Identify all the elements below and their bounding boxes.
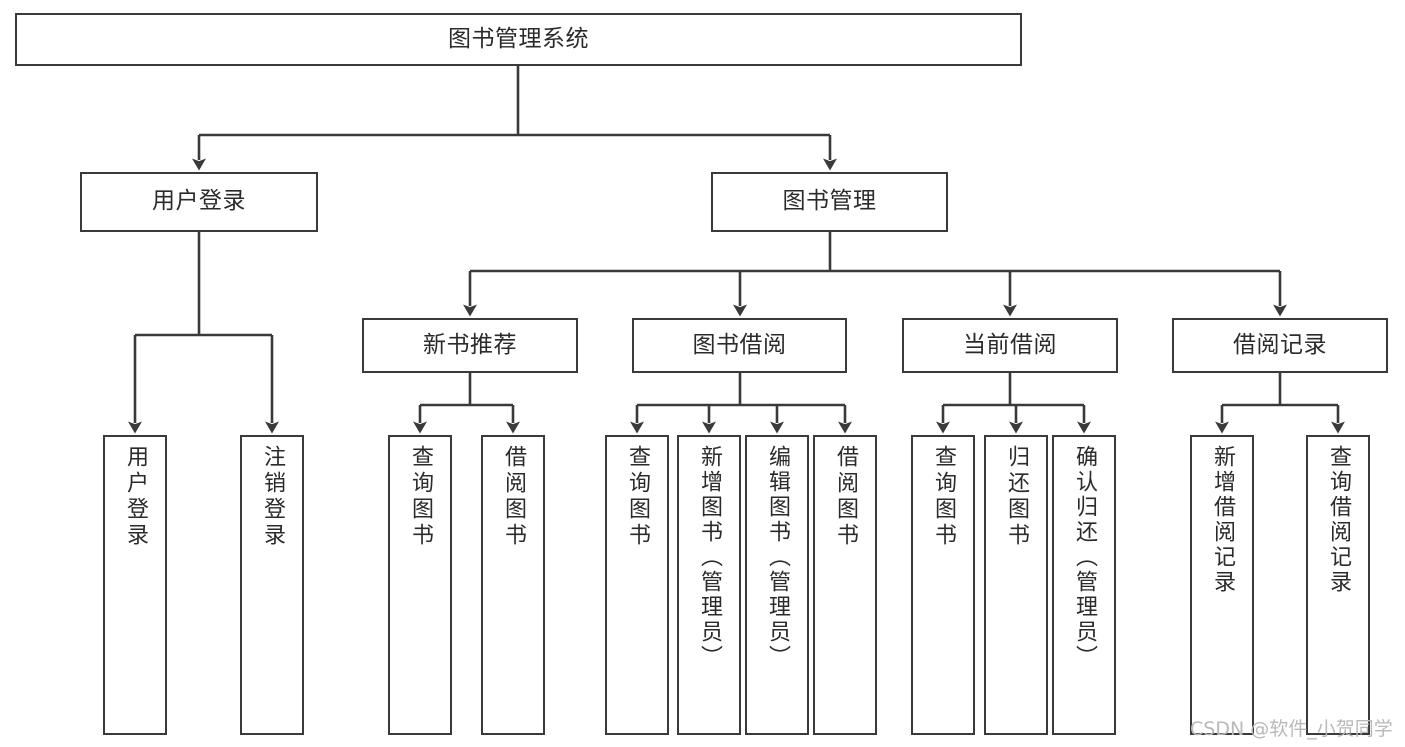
node-leaf-add-book-admin[interactable]: 新增图书（管理员）	[677, 435, 741, 735]
node-leaf-return-book[interactable]: 归还图书	[984, 435, 1048, 735]
node-leaf-query-book-2[interactable]: 查询图书	[605, 435, 669, 735]
watermark-text: CSDN @软件_小贺同学	[1190, 718, 1393, 740]
node-new-book-recommend-label: 新书推荐	[423, 331, 517, 358]
node-leaf-logout-label: 注销登录	[260, 445, 285, 549]
node-leaf-borrow-book-1[interactable]: 借阅图书	[481, 435, 545, 735]
node-new-book-recommend[interactable]: 新书推荐	[362, 318, 578, 373]
node-leaf-query-borrow-record-label: 查询借阅记录	[1326, 445, 1351, 595]
node-leaf-edit-book-admin-label: 编辑图书（管理员）	[765, 445, 790, 670]
node-current-borrow[interactable]: 当前借阅	[902, 318, 1118, 373]
node-leaf-add-borrow-record-label: 新增借阅记录	[1210, 445, 1235, 595]
node-leaf-borrow-book-2-label: 借阅图书	[833, 445, 858, 549]
node-user-login[interactable]: 用户登录	[80, 172, 318, 232]
node-leaf-user-login-label: 用户登录	[123, 445, 148, 549]
node-leaf-user-login[interactable]: 用户登录	[103, 435, 167, 735]
node-leaf-add-borrow-record[interactable]: 新增借阅记录	[1190, 435, 1254, 735]
node-leaf-query-book-1-label: 查询图书	[408, 445, 433, 549]
node-leaf-query-borrow-record[interactable]: 查询借阅记录	[1306, 435, 1370, 735]
node-leaf-add-book-admin-label: 新增图书（管理员）	[697, 445, 722, 670]
node-root-label: 图书管理系统	[448, 25, 589, 52]
node-leaf-return-book-label: 归还图书	[1004, 445, 1029, 549]
node-book-borrow[interactable]: 图书借阅	[632, 318, 847, 373]
node-leaf-query-book-3[interactable]: 查询图书	[911, 435, 975, 735]
node-borrow-record-label: 借阅记录	[1233, 331, 1327, 358]
node-leaf-confirm-return-admin[interactable]: 确认归还（管理员）	[1052, 435, 1116, 735]
node-root[interactable]: 图书管理系统	[15, 13, 1022, 66]
node-leaf-borrow-book-1-label: 借阅图书	[501, 445, 526, 549]
node-user-login-label: 用户登录	[152, 188, 246, 215]
node-book-manage[interactable]: 图书管理	[711, 172, 948, 232]
node-current-borrow-label: 当前借阅	[963, 331, 1057, 358]
node-leaf-borrow-book-2[interactable]: 借阅图书	[813, 435, 877, 735]
node-leaf-query-book-2-label: 查询图书	[625, 445, 650, 549]
node-leaf-logout[interactable]: 注销登录	[240, 435, 304, 735]
node-borrow-record[interactable]: 借阅记录	[1172, 318, 1388, 373]
node-book-manage-label: 图书管理	[782, 188, 877, 215]
node-book-borrow-label: 图书借阅	[692, 331, 787, 358]
node-leaf-query-book-3-label: 查询图书	[931, 445, 956, 549]
node-leaf-confirm-return-admin-label: 确认归还（管理员）	[1072, 445, 1097, 670]
node-leaf-query-book-1[interactable]: 查询图书	[388, 435, 452, 735]
node-leaf-edit-book-admin[interactable]: 编辑图书（管理员）	[745, 435, 809, 735]
